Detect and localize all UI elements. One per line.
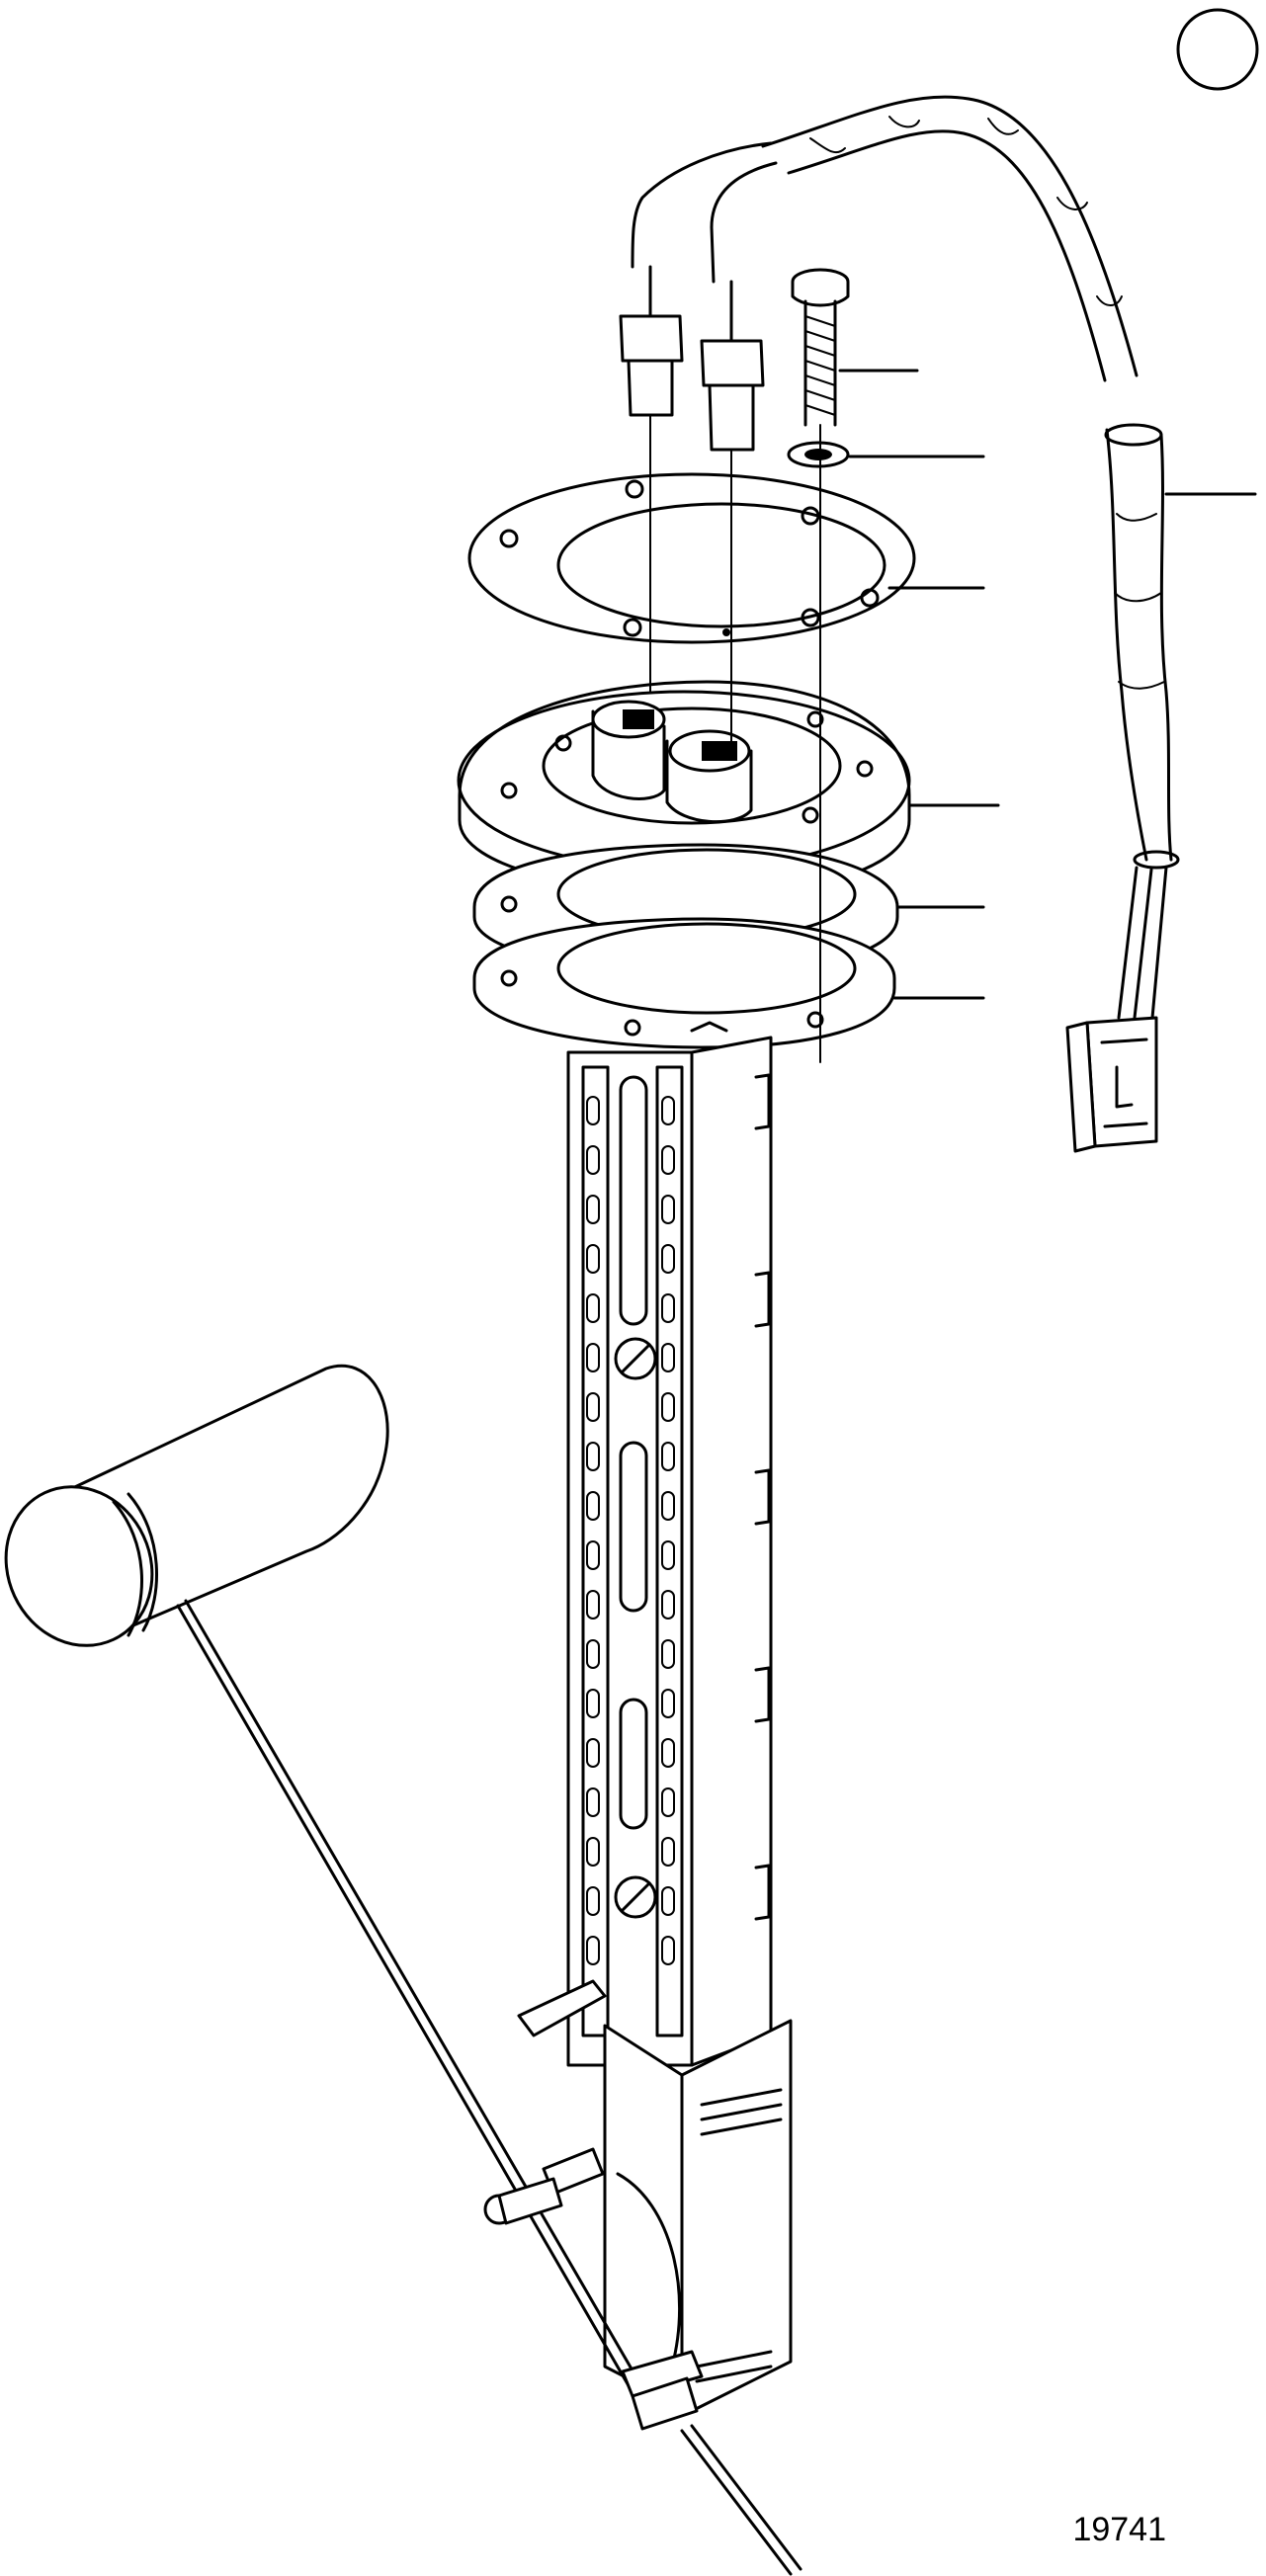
sensor-housing — [517, 1979, 793, 2413]
top-gasket — [467, 472, 916, 644]
assembly-guide-lines — [649, 414, 821, 1063]
spade-terminal-right — [700, 280, 765, 452]
wire-harness — [631, 95, 1180, 1020]
bottom-gasket — [472, 917, 896, 1049]
mounting-screw — [791, 268, 850, 427]
float — [4, 1364, 389, 1647]
sender-head-flange — [457, 680, 911, 896]
guide-tube — [566, 1036, 773, 2067]
washer — [787, 441, 850, 468]
reference-circle — [1176, 8, 1259, 91]
callout-leaders — [838, 369, 1257, 1000]
harness-connector — [1065, 1016, 1158, 1153]
float-arm — [176, 1599, 802, 2576]
spade-terminal-left — [619, 265, 684, 417]
figure-number: 19741 — [1072, 2511, 1166, 2548]
